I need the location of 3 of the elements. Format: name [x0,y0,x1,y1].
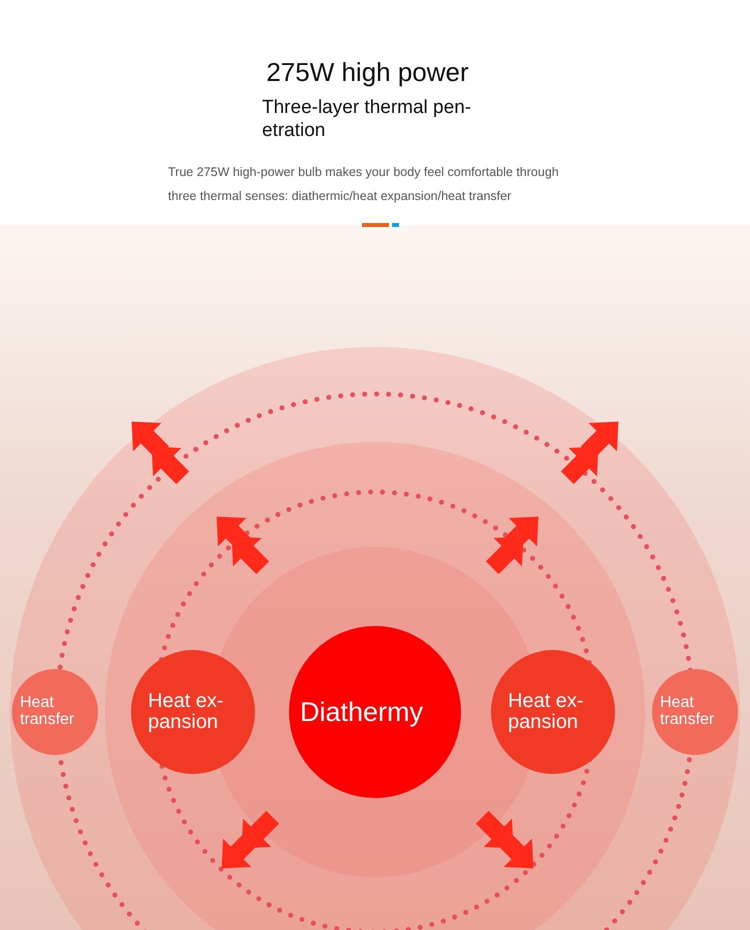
title: 275W high power [265,57,470,88]
subtitle: Three-layer thermal pen- etration [262,97,472,143]
description-text: True 275W high-power bulb makes your body feel comfortable through three thermal senses: diathermic/heat expansion/heat transfer [168,164,560,205]
